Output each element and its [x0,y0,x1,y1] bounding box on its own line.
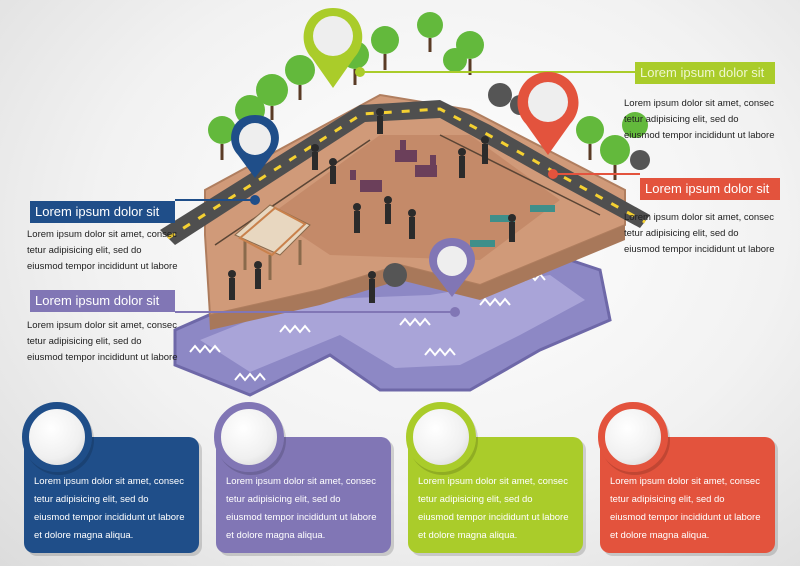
info-card-circle-icon [406,402,476,472]
bushes [383,83,650,287]
info-card-text: Lorem ipsum dolor sit amet, consec tetur… [418,476,569,541]
info-card-text: Lorem ipsum dolor sit amet, consec tetur… [34,476,185,541]
info-card-circle-icon [214,402,284,472]
callout-title-red: Lorem ipsum dolor sit [640,178,780,200]
picnic-tables [350,140,437,192]
callout-title-purple: Lorem ipsum dolor sit [30,290,175,312]
info-card-circle-icon [22,402,92,472]
pin-green [303,8,365,88]
info-card-text: Lorem ipsum dolor sit amet, consec tetur… [610,476,761,541]
info-card-circle-icon [598,402,668,472]
callout-text-green: Lorem ipsum dolor sit amet, consec tetur… [624,98,775,141]
info-card-text: Lorem ipsum dolor sit amet, consec tetur… [226,476,377,541]
callout-text-blue: Lorem ipsum dolor sit amet, consec tetur… [27,229,178,272]
river-water [200,275,585,372]
connector-lines [175,71,640,313]
pin-red [517,72,579,179]
plaza [270,135,560,260]
info-card-purple: Lorem ipsum dolor sit amet, consec tetur… [216,437,391,553]
callout-text-red: Lorem ipsum dolor sit amet, consec tetur… [624,212,775,255]
pin-blue [231,115,279,205]
fence [214,134,601,246]
pin-purple [429,238,475,317]
callout-title-green: Lorem ipsum dolor sit [635,62,775,84]
callout-title-blue: Lorem ipsum dolor sit [30,201,175,223]
callout-text-purple: Lorem ipsum dolor sit amet, consec tetur… [27,320,178,363]
people [228,108,516,303]
pavilion [234,204,311,280]
ground-edge [205,225,625,330]
benches [470,205,555,247]
